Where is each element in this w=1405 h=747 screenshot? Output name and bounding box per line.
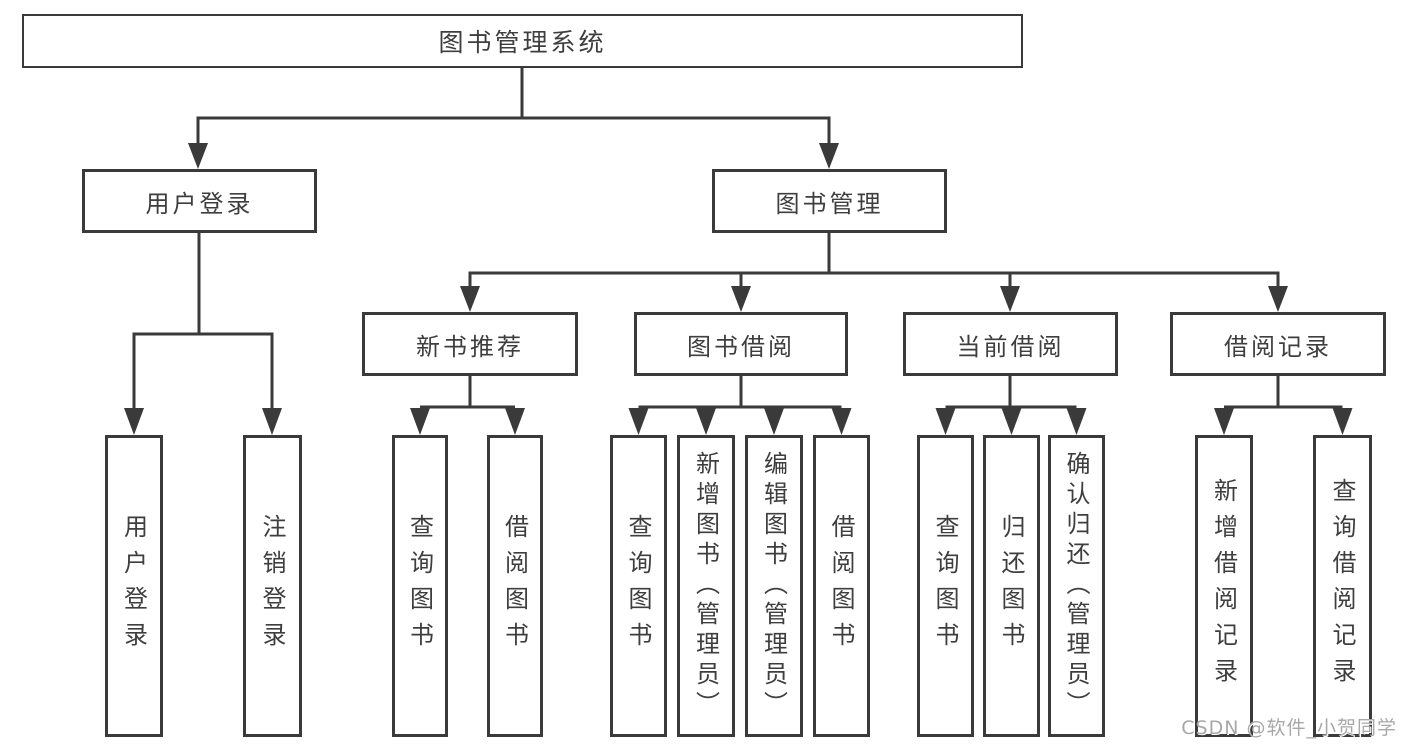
node-label: 当前借阅	[956, 332, 1065, 361]
arrowhead-down-icon	[935, 408, 956, 435]
leaf-query-borrow-record: 查询借阅记录	[1313, 435, 1372, 737]
arrowhead-down-icon	[262, 408, 282, 435]
leaf-edit-books-admin: 编辑图书（管理员）	[745, 435, 803, 737]
leaf-query-books-1: 查询图书	[392, 435, 448, 737]
leaf-borrow-books-1: 借阅图书	[487, 435, 543, 737]
leaf-label: 查询图书	[405, 514, 434, 658]
leaf-add-borrow-record: 新增借阅记录	[1195, 435, 1253, 737]
arrowhead-down-icon	[764, 408, 784, 435]
leaf-logout: 注销登录	[243, 435, 302, 737]
leaf-add-books-admin: 新增图书（管理员）	[677, 435, 735, 737]
node-label: 图书管理	[775, 189, 884, 218]
leaf-return-books: 归还图书	[983, 435, 1040, 737]
leaf-label: 借阅图书	[500, 514, 529, 658]
leaf-label: 归还图书	[997, 514, 1025, 658]
arrowhead-down-icon	[1000, 286, 1020, 312]
node-label: 借阅记录	[1224, 332, 1332, 361]
csdn-watermark: CSDN @软件_小贺同学	[1181, 717, 1397, 739]
arrowhead-down-icon	[188, 143, 208, 169]
arrowhead-down-icon	[696, 408, 716, 435]
leaf-label: 用户登录	[119, 514, 148, 658]
leaf-borrow-books-2: 借阅图书	[813, 435, 870, 737]
node-current-borrowing: 当前借阅	[903, 312, 1118, 376]
arrowhead-down-icon	[731, 286, 751, 312]
leaf-label: 查询借阅记录	[1328, 478, 1356, 694]
arrowhead-down-icon	[1214, 408, 1234, 435]
node-book-borrowing: 图书借阅	[634, 312, 848, 376]
leaf-label: 确认归还（管理员）	[1062, 451, 1090, 721]
leaf-label: 查询图书	[931, 514, 959, 658]
leaf-label: 注销登录	[258, 514, 286, 658]
leaf-label: 新增图书（管理员）	[691, 451, 720, 721]
arrowhead-down-icon	[124, 408, 144, 435]
arrowhead-down-icon	[831, 408, 852, 435]
arrowhead-down-icon	[628, 408, 649, 435]
node-label: 新书推荐	[416, 332, 524, 361]
leaf-query-books-2: 查询图书	[610, 435, 667, 737]
arrowhead-down-icon	[505, 408, 525, 435]
arrowhead-down-icon	[1268, 286, 1288, 312]
leaf-label: 查询图书	[624, 514, 652, 658]
node-label: 图书借阅	[687, 332, 795, 361]
leaf-label: 借阅图书	[827, 514, 855, 658]
arrowhead-down-icon	[460, 286, 480, 312]
leaf-label: 编辑图书（管理员）	[759, 451, 788, 721]
leaf-label: 新增借阅记录	[1209, 478, 1238, 694]
arrowhead-down-icon	[819, 143, 839, 169]
leaf-confirm-return-admin: 确认归还（管理员）	[1048, 435, 1105, 737]
arrowhead-down-icon	[1332, 408, 1353, 435]
leaf-query-books-3: 查询图书	[917, 435, 974, 737]
node-label: 图书管理系统	[438, 28, 607, 57]
node-user-login-branch: 用户登录	[82, 169, 317, 233]
leaf-user-login: 用户登录	[105, 435, 163, 737]
node-book-management-branch: 图书管理	[712, 169, 947, 233]
arrowhead-down-icon	[1001, 408, 1022, 435]
node-new-book-recommend: 新书推荐	[362, 312, 578, 376]
node-library-management-system: 图书管理系统	[22, 14, 1023, 68]
arrowhead-down-icon	[1066, 408, 1087, 435]
arrowhead-down-icon	[410, 408, 430, 435]
node-borrowing-records: 借阅记录	[1170, 312, 1386, 376]
node-label: 用户登录	[145, 189, 254, 218]
